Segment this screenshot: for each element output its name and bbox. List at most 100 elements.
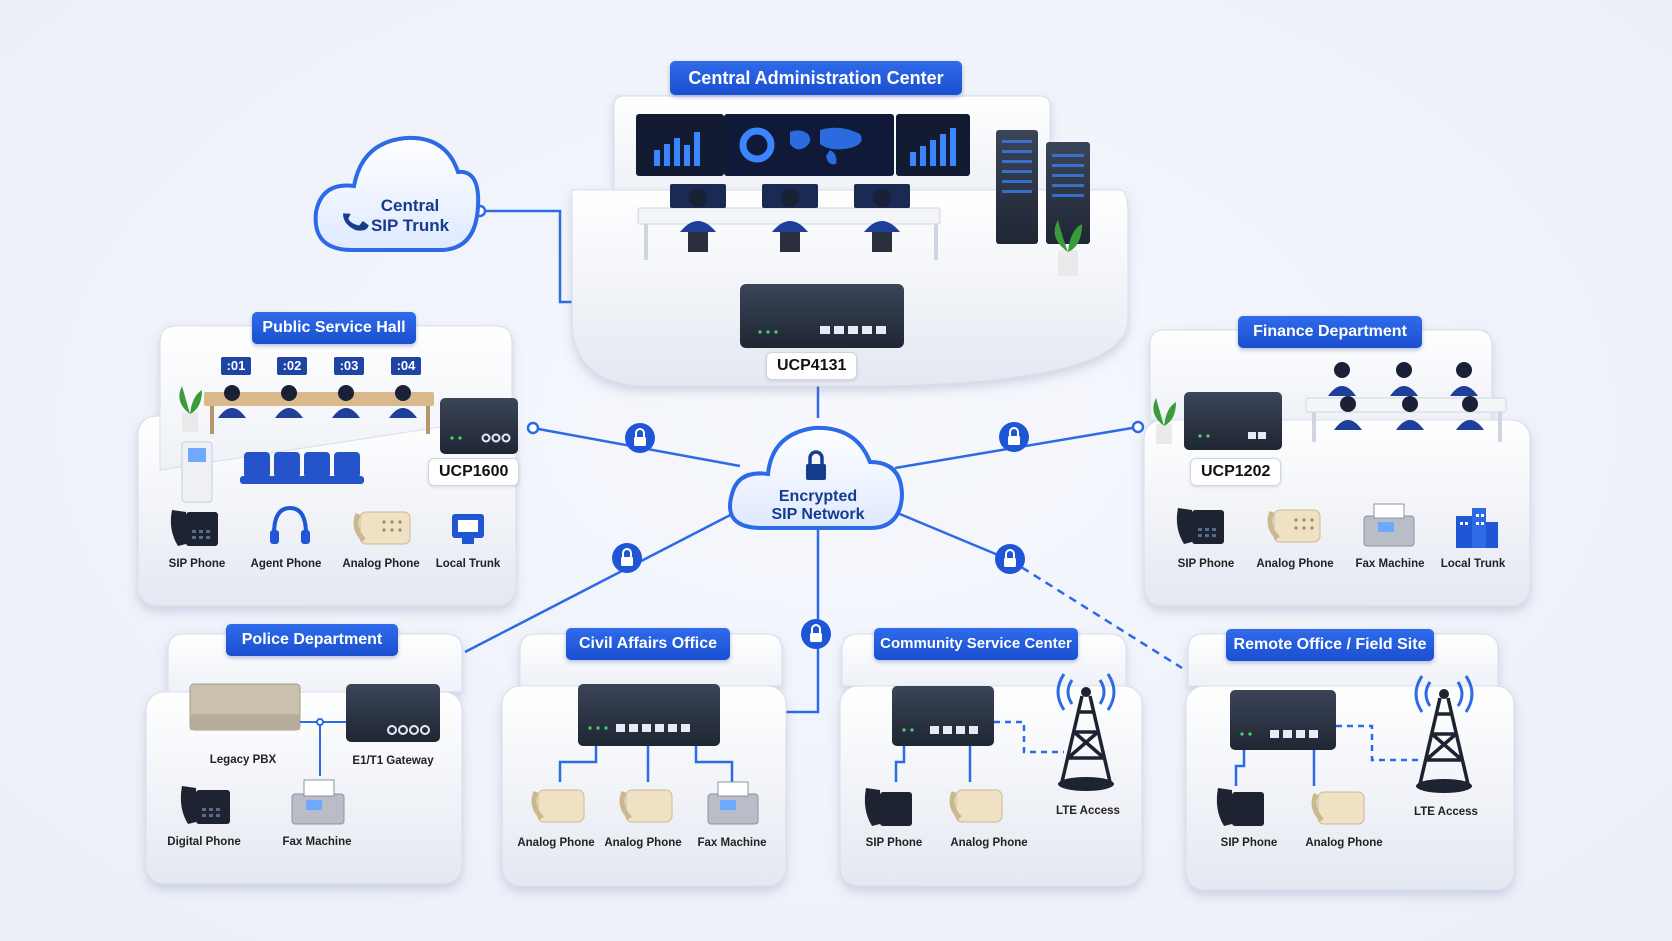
lock-icon bbox=[612, 543, 642, 573]
staff-admin-1 bbox=[670, 184, 726, 252]
e1t1-gateway-device bbox=[346, 684, 440, 742]
link-node bbox=[316, 718, 324, 726]
hall-sip-phone-label: SIP Phone bbox=[168, 558, 226, 570]
remote-gateway-device bbox=[1230, 690, 1336, 750]
plant-icon bbox=[1153, 398, 1176, 444]
lock-icon bbox=[999, 422, 1029, 452]
headset-icon bbox=[270, 505, 310, 544]
trunk-label: Central SIP Trunk bbox=[371, 196, 449, 235]
admin-servers bbox=[996, 130, 1090, 244]
finance-analog-phone-label: Analog Phone bbox=[1256, 558, 1334, 570]
community-lte-link bbox=[994, 720, 1064, 754]
admin-title: Central Administration Center bbox=[670, 61, 962, 95]
link-cloud-to-civil bbox=[780, 528, 820, 714]
civil-fax-icon bbox=[707, 781, 759, 825]
finance-analog-phone-icon bbox=[1267, 509, 1321, 543]
staff-hall-3 bbox=[332, 385, 360, 418]
network-label-line1: Encrypted bbox=[778, 488, 858, 505]
police-fax-label: Fax Machine bbox=[282, 836, 352, 848]
civil-switch-device bbox=[578, 684, 720, 746]
plant-icon bbox=[179, 386, 202, 432]
ucp4131-device bbox=[740, 284, 904, 348]
building-icon bbox=[1456, 508, 1498, 548]
police-fax-icon bbox=[291, 779, 345, 825]
civil-analog-phone-label-1: Analog Phone bbox=[517, 837, 595, 849]
link-node bbox=[1131, 420, 1145, 434]
remote-platform bbox=[1185, 633, 1515, 891]
finance-fax-label: Fax Machine bbox=[1355, 558, 1425, 570]
staff-hall-1 bbox=[218, 385, 246, 418]
civil-analog-phone-icon-1 bbox=[531, 789, 585, 823]
finance-sip-phone-label: SIP Phone bbox=[1177, 558, 1235, 570]
community-analog-phone-label: Analog Phone bbox=[950, 837, 1028, 849]
remote-analog-phone-label: Analog Phone bbox=[1305, 837, 1383, 849]
lock-icon bbox=[806, 450, 826, 480]
lte-tower-icon bbox=[1056, 673, 1116, 791]
civil-fax-label: Fax Machine bbox=[697, 837, 767, 849]
hall-desks bbox=[204, 392, 434, 434]
trunk-label-line1: Central bbox=[380, 196, 440, 215]
hall-analog-phone-label: Analog Phone bbox=[342, 558, 420, 570]
trunk-label-line2: SIP Trunk bbox=[370, 215, 450, 235]
remote-sip-phone-label: SIP Phone bbox=[1220, 837, 1278, 849]
remote-lte-link bbox=[1336, 724, 1418, 762]
community-gateway-device bbox=[892, 686, 994, 746]
finance-title: Finance Department bbox=[1238, 316, 1422, 348]
desk-number-1: :01 bbox=[221, 357, 251, 375]
lock-icon bbox=[995, 544, 1025, 574]
finance-device-label: UCP1202 bbox=[1190, 458, 1282, 486]
staff-finance-2 bbox=[1390, 362, 1424, 430]
community-lte-label: LTE Access bbox=[1056, 805, 1120, 817]
admin-device-label: UCP4131 bbox=[766, 352, 858, 380]
hall-device-label: UCP1600 bbox=[428, 458, 520, 486]
remote-links bbox=[1234, 750, 1316, 786]
lock-badges bbox=[612, 422, 1029, 649]
network-label-line2: SIP Network bbox=[771, 506, 865, 524]
remote-analog-phone-icon bbox=[1311, 791, 1365, 825]
ucp1202-device bbox=[1184, 392, 1282, 450]
phone-icon bbox=[343, 213, 369, 231]
ucp1600-device bbox=[440, 398, 518, 454]
police-title: Police Department bbox=[226, 624, 398, 656]
central-sip-trunk-cloud bbox=[313, 135, 481, 252]
hall-title: Public Service Hall bbox=[252, 312, 416, 344]
legacy-pbx-device bbox=[189, 683, 301, 731]
link-node bbox=[526, 421, 540, 435]
community-sip-phone-label: SIP Phone bbox=[865, 837, 923, 849]
plant-icon bbox=[1054, 220, 1082, 276]
staff-hall-4 bbox=[389, 385, 417, 418]
remote-sip-phone-icon bbox=[1216, 788, 1264, 826]
lte-tower-icon bbox=[1414, 675, 1474, 793]
link-cloud-to-remote bbox=[1009, 558, 1183, 670]
staff-hall-2 bbox=[275, 385, 303, 418]
finance-fax-icon bbox=[1363, 503, 1415, 547]
waiting-chairs bbox=[240, 452, 364, 484]
staff-finance-3 bbox=[1450, 362, 1484, 430]
hall-agent-phone-label: Agent Phone bbox=[250, 558, 322, 570]
community-sip-phone-icon bbox=[864, 788, 912, 826]
civil-title: Civil Affairs Office bbox=[566, 628, 730, 660]
civil-analog-phone-label-2: Analog Phone bbox=[604, 837, 682, 849]
desk-number-4: :04 bbox=[391, 357, 421, 375]
hall-analog-phone-icon bbox=[353, 511, 411, 545]
hall-sip-phone-icon bbox=[170, 510, 218, 546]
network-label: Encrypted SIP Network bbox=[771, 488, 864, 525]
community-links bbox=[894, 746, 972, 782]
desk-number-2: :02 bbox=[277, 357, 307, 375]
link-cloud-to-police bbox=[464, 508, 741, 654]
legacy-pbx-label: Legacy PBX bbox=[209, 754, 277, 766]
e1t1-gateway-label: E1/T1 Gateway bbox=[352, 755, 434, 767]
admin-video-wall bbox=[636, 114, 970, 176]
community-analog-phone-icon bbox=[949, 789, 1003, 823]
digital-phone-label: Digital Phone bbox=[167, 836, 241, 848]
civil-analog-phone-icon-2 bbox=[619, 789, 673, 823]
link-cloud-to-community bbox=[894, 510, 1011, 562]
hall-local-trunk-label: Local Trunk bbox=[435, 558, 501, 570]
community-title: Community Service Center bbox=[874, 628, 1078, 660]
finance-sip-phone-icon bbox=[1176, 508, 1224, 544]
staff-admin-2 bbox=[762, 184, 818, 252]
staff-admin-3 bbox=[854, 184, 910, 252]
kiosk-icon bbox=[181, 441, 213, 503]
lock-icon bbox=[801, 619, 831, 649]
finance-local-trunk-label: Local Trunk bbox=[1440, 558, 1506, 570]
